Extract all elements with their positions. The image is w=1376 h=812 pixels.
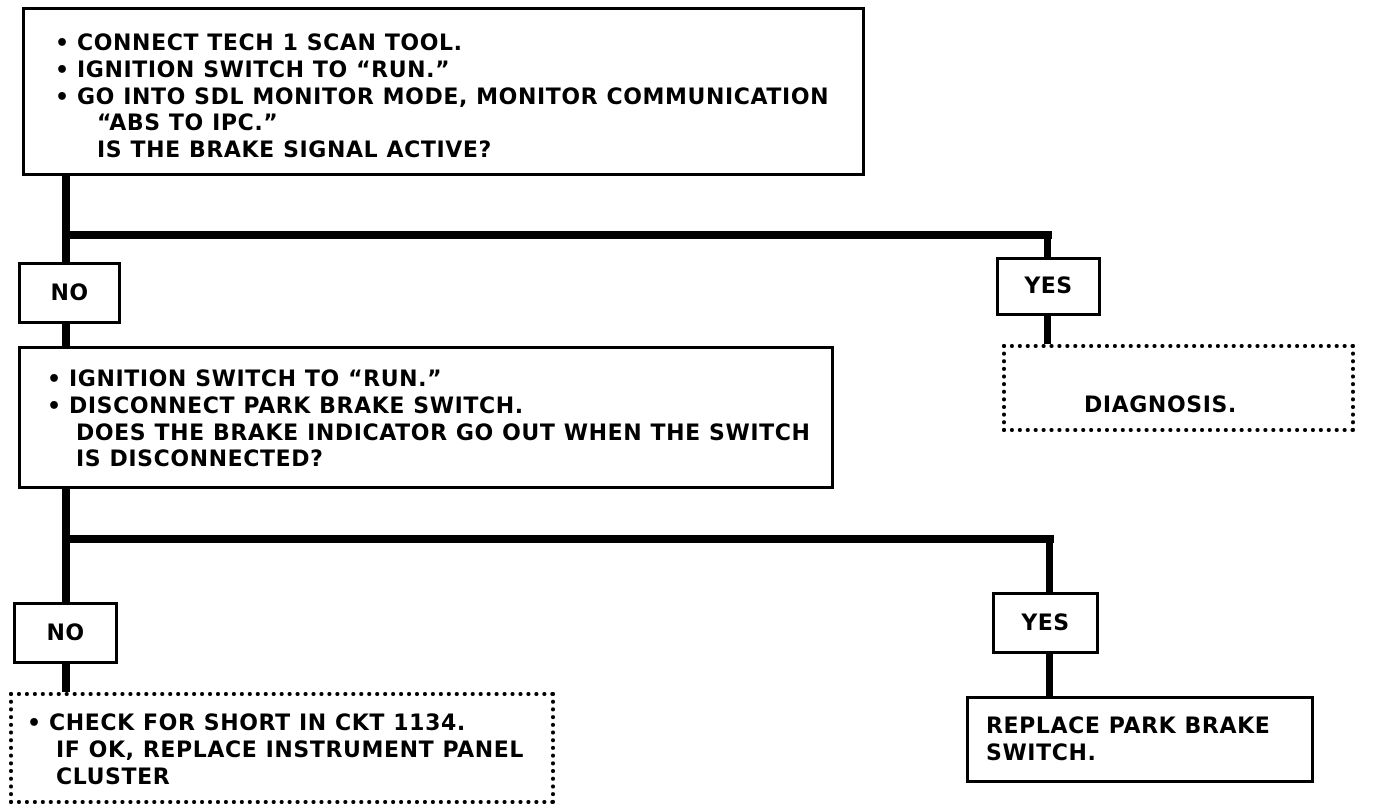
branch1-yes-result-text: DIAGNOSIS. xyxy=(1084,393,1237,418)
bullet-icon: • xyxy=(55,31,70,56)
branch2-no-result-line-1: •CHECK FOR SHORT IN CKT 1134. xyxy=(27,711,466,736)
connector-branch2-yes-down xyxy=(1046,535,1053,593)
step2-question-line-1: DOES THE BRAKE INDICATOR GO OUT WHEN THE… xyxy=(76,421,811,446)
bullet-icon: • xyxy=(47,367,62,392)
branch2-yes-result-box: REPLACE PARK BRAKE SWITCH. xyxy=(966,696,1314,783)
bullet-icon: • xyxy=(47,394,62,419)
connector-no1-to-step2 xyxy=(62,322,70,350)
step1-item-1: •CONNECT TECH 1 SCAN TOOL. xyxy=(55,31,463,56)
bullet-icon: • xyxy=(55,58,70,83)
connector-branch1-yes-down xyxy=(1044,231,1051,259)
connector-yes2-to-result xyxy=(1046,652,1053,698)
bullet-icon: • xyxy=(27,711,42,736)
connector-branch2-horizontal xyxy=(62,535,1054,543)
branch2-yes-result-line-2: SWITCH. xyxy=(986,741,1097,766)
connector-no2-to-result xyxy=(62,662,70,694)
branch2-no-result-line-2: IF OK, REPLACE INSTRUMENT PANEL xyxy=(56,738,525,763)
connector-yes1-to-result xyxy=(1044,314,1051,346)
step2-item-1: •IGNITION SWITCH TO “RUN.” xyxy=(47,367,443,392)
connector-step2-down xyxy=(62,487,70,605)
branch1-yes-result-box: DIAGNOSIS. xyxy=(1002,344,1355,432)
branch2-yes-result-line-1: REPLACE PARK BRAKE xyxy=(986,714,1271,739)
bullet-icon: • xyxy=(55,85,70,110)
step2-item-2: •DISCONNECT PARK BRAKE SWITCH. xyxy=(47,394,524,419)
step1-item-2: •IGNITION SWITCH TO “RUN.” xyxy=(55,58,451,83)
step1-item-3-cont: “ABS TO IPC.” xyxy=(97,111,279,136)
branch1-yes-label: YES xyxy=(996,257,1101,316)
branch2-yes-label: YES xyxy=(992,592,1099,654)
branch2-no-result-line-3: CLUSTER xyxy=(56,765,171,790)
connector-step1-down xyxy=(62,174,70,264)
step1-item-3: •GO INTO SDL MONITOR MODE, MONITOR COMMU… xyxy=(55,85,830,110)
connector-branch1-horizontal xyxy=(62,231,1052,239)
step2-box: •IGNITION SWITCH TO “RUN.” •DISCONNECT P… xyxy=(18,346,834,489)
step2-question-line-2: IS DISCONNECTED? xyxy=(76,447,324,472)
branch2-no-result-box: •CHECK FOR SHORT IN CKT 1134. IF OK, REP… xyxy=(9,692,555,804)
step1-box: •CONNECT TECH 1 SCAN TOOL. •IGNITION SWI… xyxy=(22,7,865,176)
branch2-no-label: NO xyxy=(13,602,118,664)
branch1-no-label: NO xyxy=(18,262,121,324)
step1-question: IS THE BRAKE SIGNAL ACTIVE? xyxy=(97,138,492,163)
